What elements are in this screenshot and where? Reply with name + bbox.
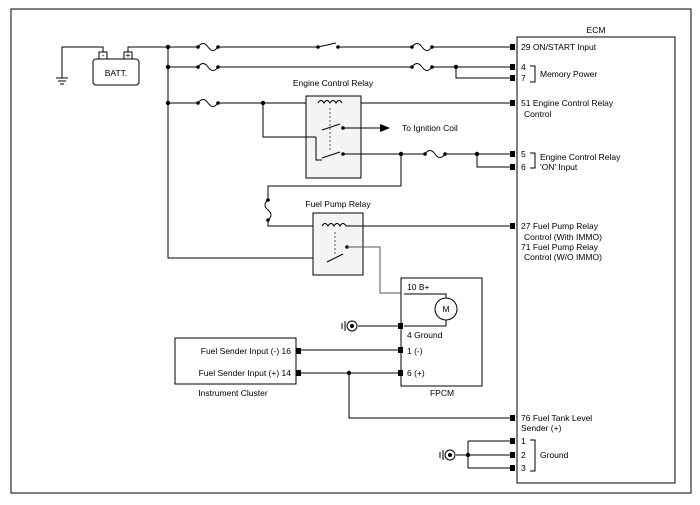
ecm-ground-pin-3: 3 [521, 463, 526, 473]
battery-plus: + [126, 50, 131, 60]
ecr-on-label-line2: 'ON' Input [540, 162, 578, 172]
relay-coil-icon [321, 223, 347, 227]
cluster-pin-16: Fuel Sender Input (-) 16 [201, 346, 292, 356]
battery-label: BATT. [105, 68, 128, 78]
to-ignition-coil-label: To Ignition Coil [402, 123, 458, 133]
engine-control-relay-label: Engine Control Relay [293, 78, 374, 88]
fpcm-module: FPCM 10 B+ 4 Ground 1 (-) 6 (+) M [398, 277, 483, 398]
battery: BATT. - + [92, 50, 140, 86]
ecm-pin-6: 6 [521, 162, 526, 172]
fuse-icon [197, 43, 219, 51]
ecm-ground-label: Ground [540, 450, 569, 460]
ecm-pin-76-line1: 76 Fuel Tank Level [521, 413, 592, 423]
ecm-pin-27-line1: 27 Fuel Pump Relay [521, 221, 599, 231]
fuse-icon [424, 150, 446, 158]
fuel-pump-relay-label: Fuel Pump Relay [305, 199, 371, 209]
ecm-pin-71-line1: 71 Fuel Pump Relay [521, 242, 599, 252]
battery-minus: - [102, 50, 105, 60]
ecm-title: ECM [587, 25, 606, 35]
ground-icon [341, 320, 358, 332]
arrow-icon [380, 124, 390, 132]
fuse-icon [411, 43, 433, 51]
fuel-pump-relay [312, 212, 364, 276]
cluster-pin-14: Fuel Sender Input (+) 14 [199, 368, 292, 378]
chassis-ground-icon [56, 77, 68, 85]
ecm-pin-4: 4 [521, 62, 526, 72]
fuse-icon [197, 99, 219, 107]
ecm-pin-76-line2: Sender (+) [521, 423, 562, 433]
ecm-pin-29: 29 ON/START Input [521, 42, 597, 52]
ecm-pin-71-line2: Control (W/O IMMO) [524, 252, 602, 262]
ecm-pin-5: 5 [521, 149, 526, 159]
ecm-pin-51-line2: Control [524, 109, 552, 119]
ground-icon [439, 449, 456, 461]
fpcm-pin-10: 10 B+ [407, 282, 429, 292]
ecm-pin-7: 7 [521, 73, 526, 83]
ecm-pin-51-line1: 51 Engine Control Relay [521, 98, 614, 108]
fpcm-pin-4: 4 Ground [407, 330, 443, 340]
fuse-icon [264, 199, 272, 221]
relay-coil-icon [317, 100, 343, 104]
fuse-icon [197, 63, 219, 71]
ecm-ground-pin-2: 2 [521, 450, 526, 460]
ecm-ground-pin-1: 1 [521, 436, 526, 446]
ecm-module: ECM [516, 25, 676, 484]
memory-power-label: Memory Power [540, 69, 597, 79]
fpcm-title: FPCM [430, 388, 454, 398]
instrument-cluster: Fuel Sender Input (-) 16 Fuel Sender Inp… [174, 337, 301, 398]
fpcm-pin-1: 1 (-) [407, 346, 423, 356]
ecm-pin-27-line2: Control (With IMMO) [524, 232, 602, 242]
fpcm-pin-6: 6 (+) [407, 368, 425, 378]
switch-icon [317, 42, 337, 48]
ecr-on-label-line1: Engine Control Relay [540, 152, 621, 162]
diagram-frame [10, 8, 692, 494]
motor-label: M [442, 304, 449, 314]
cluster-title: Instrument Cluster [198, 388, 268, 398]
fuse-icon [411, 63, 433, 71]
